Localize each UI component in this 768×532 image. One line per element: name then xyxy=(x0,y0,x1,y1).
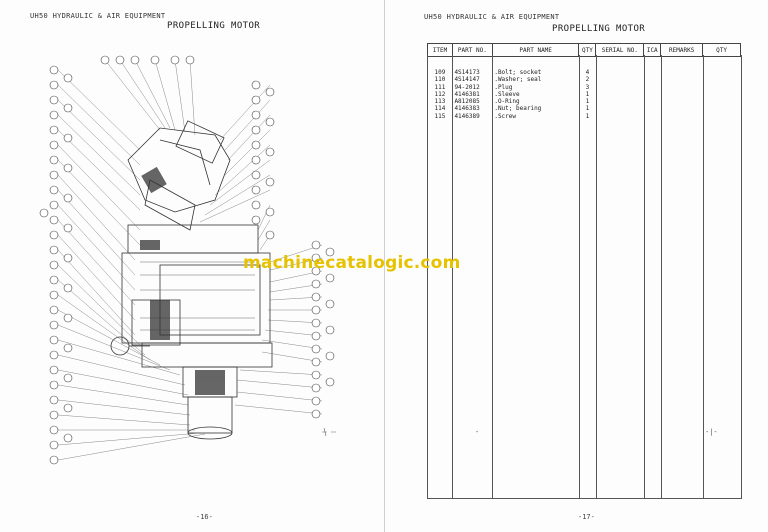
column-rule xyxy=(661,55,662,498)
quantity: 2 xyxy=(585,76,590,84)
part-number: 4S14173 xyxy=(454,69,480,76)
column-rule xyxy=(703,55,704,498)
part-name: .O-Ring xyxy=(494,98,520,106)
part-number: 94-2012 xyxy=(454,83,480,91)
item-number: 110 xyxy=(434,76,446,84)
column-rule xyxy=(741,55,742,498)
part-number: A812085 xyxy=(454,98,480,106)
column-header: ICA xyxy=(643,43,662,57)
quantity: 1 xyxy=(585,105,590,113)
page-header: UH50 HYDRAULIC & AIR EQUIPMENT xyxy=(30,12,166,20)
column-rule xyxy=(596,55,597,498)
table-row: 110 4S14147 .Washer; seal 2 xyxy=(428,76,741,83)
page-title: PROPELLING MOTOR xyxy=(167,21,261,31)
quantity: 1 xyxy=(585,90,590,98)
part-number: 4146389 xyxy=(454,112,480,120)
quantity: 3 xyxy=(585,83,590,91)
quantity: 1 xyxy=(585,98,590,106)
part-name: .Nut; bearing xyxy=(494,105,542,113)
column-header: QTY xyxy=(578,43,597,57)
part-name: .Bolt; socket xyxy=(494,69,542,76)
right-page: UH50 HYDRAULIC & AIR EQUIPMENT PROPELLIN… xyxy=(385,0,768,532)
part-name: .Washer; seal xyxy=(494,76,542,84)
item-number: 115 xyxy=(434,112,446,120)
quantity: 4 xyxy=(585,69,590,76)
table-header-row: ITEM PART NO. PART NAME QTY SERIAL NO. I… xyxy=(427,43,741,57)
item-number: 111 xyxy=(434,83,446,91)
scan-mark: - xyxy=(475,428,480,436)
quantity: 1 xyxy=(585,112,590,120)
scan-mark: -|- xyxy=(705,428,718,436)
left-page: UH50 HYDRAULIC & AIR EQUIPMENT PROPELLIN… xyxy=(30,0,385,532)
part-number: 4S14147 xyxy=(454,76,480,84)
part-number: 4146381 xyxy=(454,90,480,98)
part-name: .Plug xyxy=(494,83,513,91)
table-row: 112 4146381 .Sleeve 1 xyxy=(428,91,741,98)
table-row: 115 4146389 .Screw 1 xyxy=(428,113,741,120)
page-number: -17- xyxy=(578,513,595,521)
item-number: 113 xyxy=(434,98,446,106)
item-number: 112 xyxy=(434,90,446,98)
part-number: 4146383 xyxy=(454,105,480,113)
part-name: .Sleeve xyxy=(494,90,520,98)
page-number: -16- xyxy=(196,513,213,521)
table-row: 111 94-2012 .Plug 3 xyxy=(428,84,741,91)
table-bottom-rule xyxy=(427,498,742,499)
page-header: UH50 HYDRAULIC & AIR EQUIPMENT xyxy=(424,13,560,21)
part-name: .Screw xyxy=(494,112,517,120)
column-header: QTY xyxy=(702,43,741,57)
table-row: 113 A812085 .O-Ring 1 xyxy=(428,98,741,105)
column-header: ITEM xyxy=(427,43,453,57)
item-number: 114 xyxy=(434,105,446,113)
column-rule xyxy=(579,55,580,498)
column-header: PART NAME xyxy=(491,43,580,57)
watermark: machinecatalogic.com xyxy=(243,253,461,273)
column-rule xyxy=(492,55,493,498)
column-rule xyxy=(427,55,428,498)
column-rule xyxy=(452,55,453,498)
table-row: 109 4S14173 .Bolt; socket 4 xyxy=(428,69,741,76)
column-header: PART NO. xyxy=(451,43,493,57)
item-number: 109 xyxy=(434,69,446,76)
page-title: PROPELLING MOTOR xyxy=(552,24,646,34)
parts-table: ITEM PART NO. PART NAME QTY SERIAL NO. I… xyxy=(427,43,741,120)
exploded-diagram xyxy=(39,55,336,465)
column-rule xyxy=(644,55,645,498)
column-header: REMARKS xyxy=(660,43,704,57)
table-row: 114 4146383 .Nut; bearing 1 xyxy=(428,105,741,112)
column-header: SERIAL NO. xyxy=(595,43,645,57)
